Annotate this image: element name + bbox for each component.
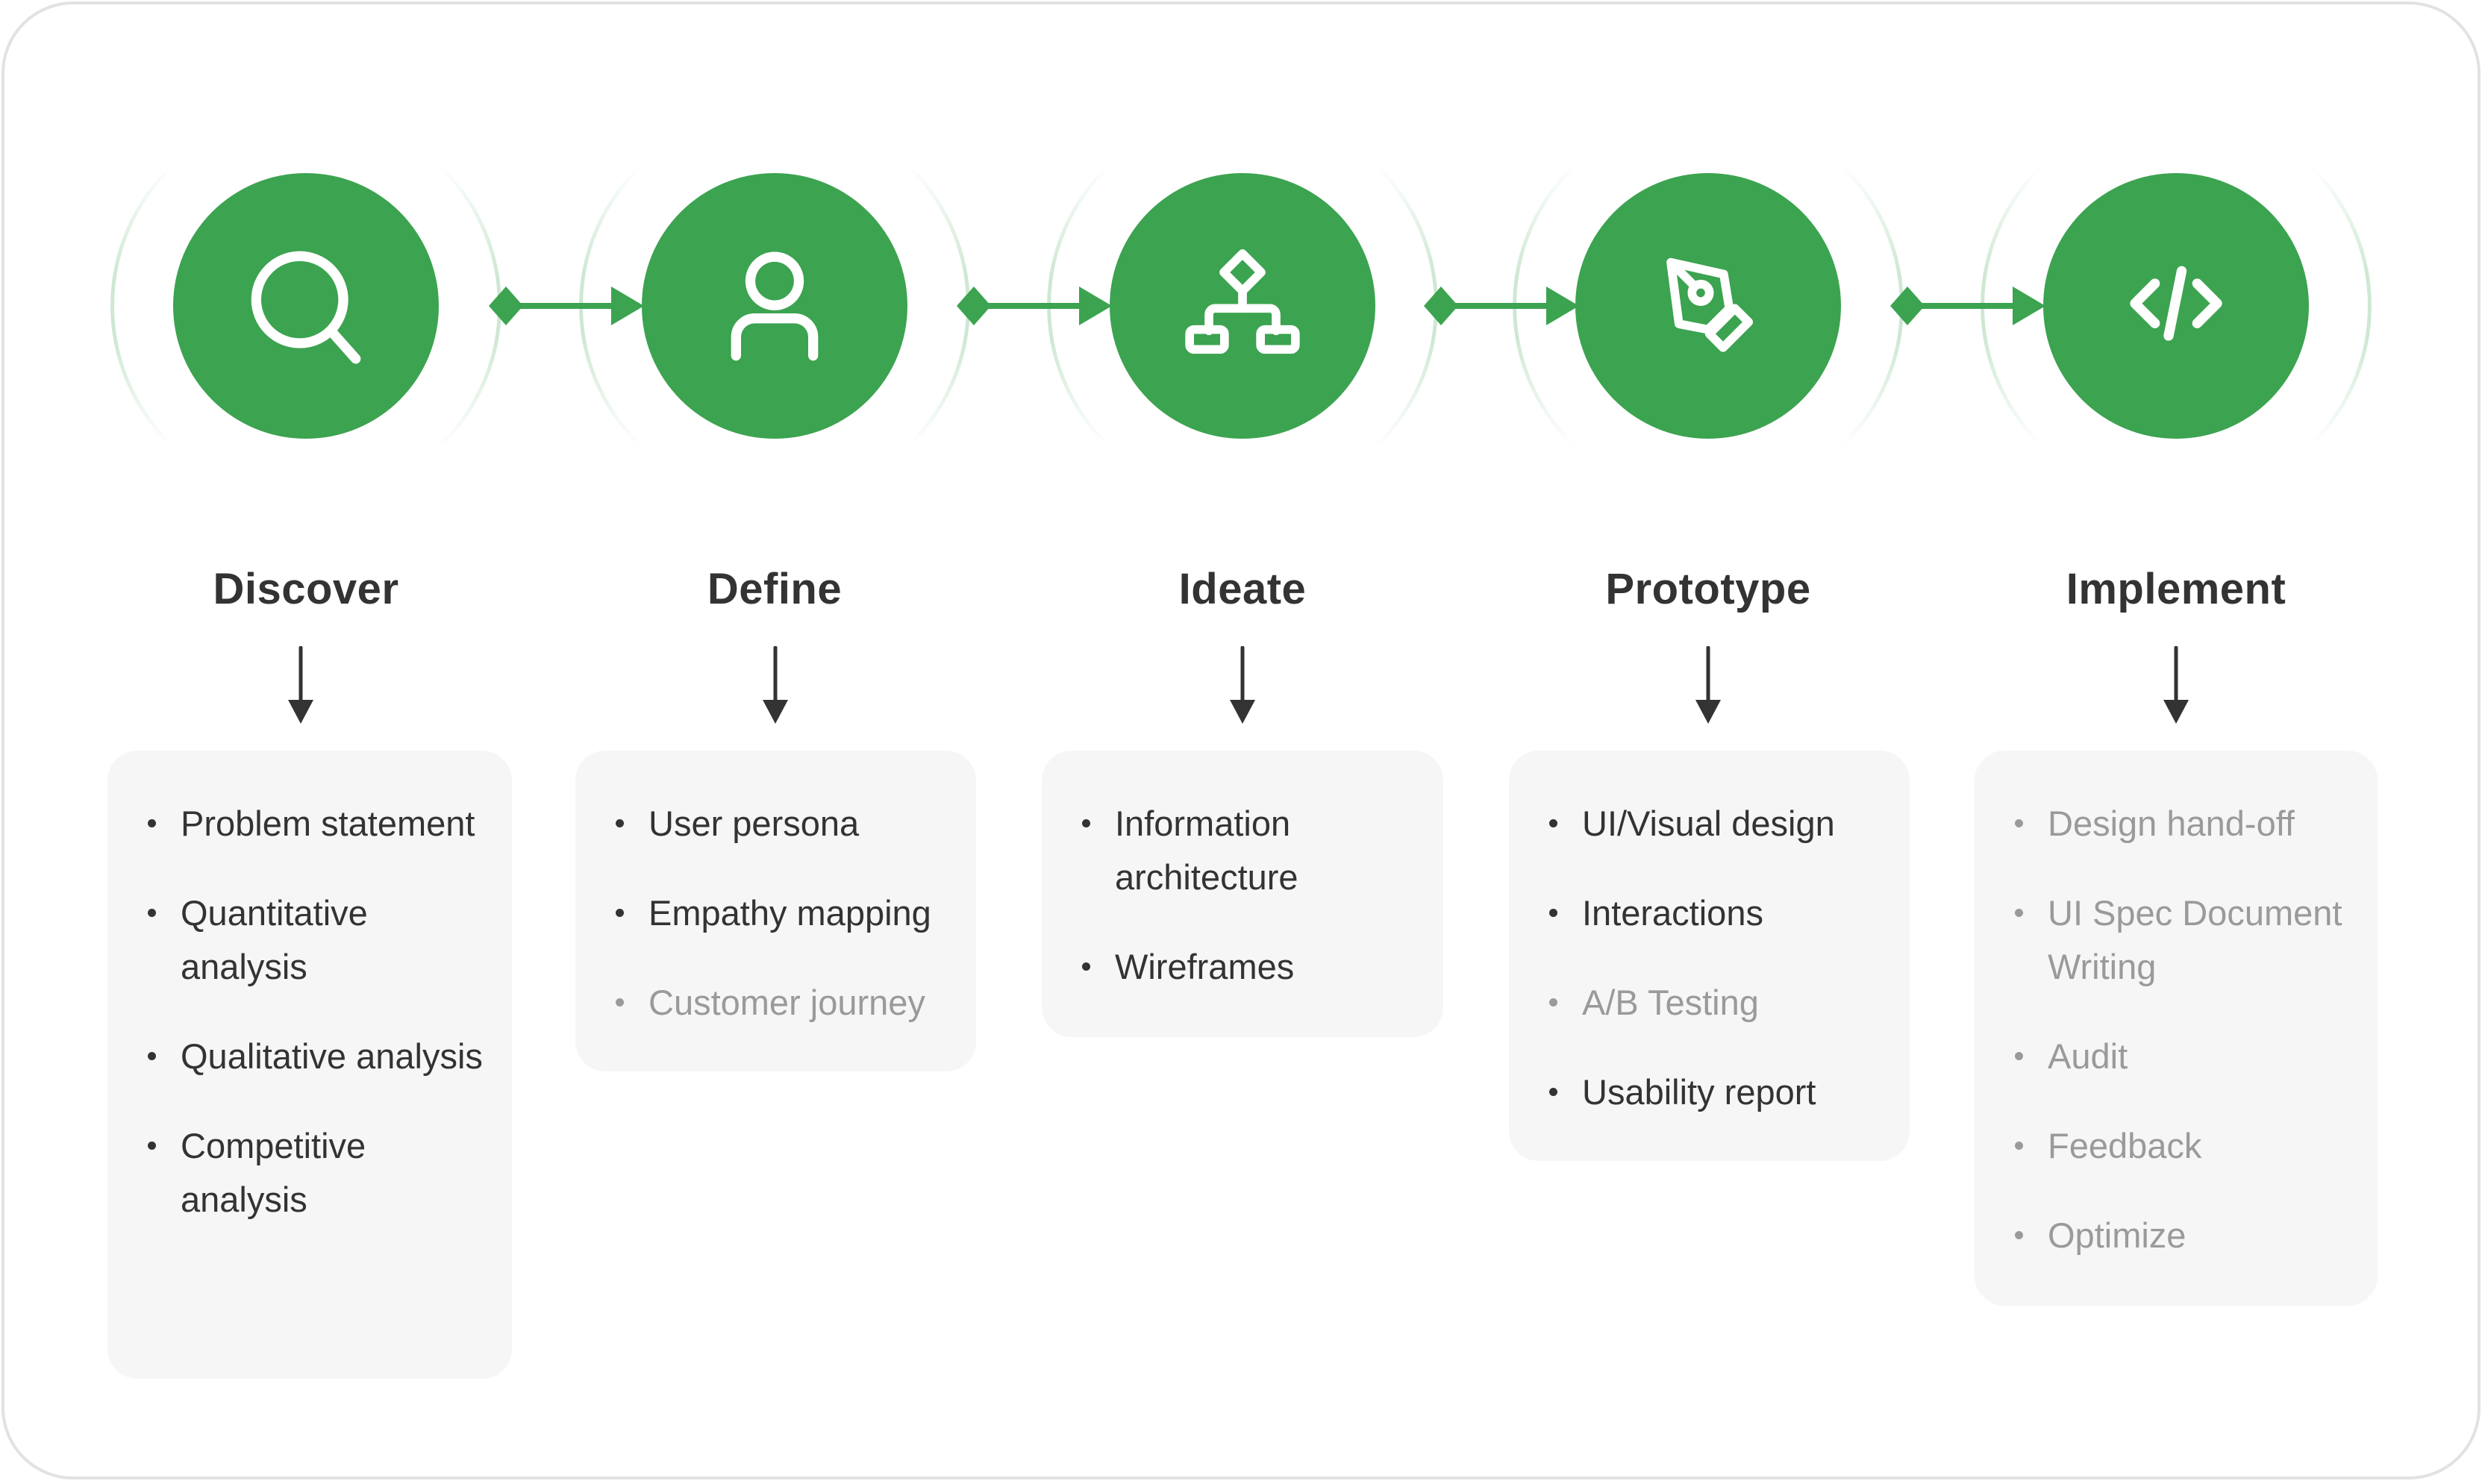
bullet-icon: [1549, 1088, 1557, 1096]
bullet-icon: [148, 819, 156, 827]
step-circle-implement: [2043, 173, 2309, 439]
pen-tool-icon: [1666, 257, 1753, 352]
step-title-define: Define: [707, 565, 843, 613]
connector-diamond: [1890, 287, 1925, 325]
connector-discover-define: [489, 287, 647, 325]
list-item: Empathy mapping: [613, 886, 961, 940]
list-item-text: Optimize: [2048, 1215, 2187, 1255]
list-item: Optimize: [2012, 1209, 2370, 1262]
down-arrow-icon: [763, 646, 788, 724]
step-title-discover: Discover: [213, 565, 399, 613]
bullet-icon: [1549, 998, 1557, 1006]
connector-arrowhead: [2013, 287, 2045, 325]
bullet-icon: [1549, 909, 1557, 917]
list-item: Interactions: [1546, 886, 1895, 940]
list-item: A/B Testing: [1546, 976, 1895, 1030]
connector-prototype-implement: [1890, 287, 2048, 325]
step-circle-define: [642, 173, 907, 439]
list-item: Information architecture: [1079, 797, 1428, 904]
down-arrow-icon: [288, 646, 313, 724]
list-item: User persona: [613, 797, 961, 851]
bullet-icon: [2015, 1052, 2023, 1060]
bullet-icon: [2015, 1231, 2023, 1239]
bullet-icon: [148, 1142, 156, 1150]
down-arrow-icon: [1230, 646, 1255, 724]
list-item-text: Interactions: [1582, 893, 1763, 933]
search-icon: [251, 251, 361, 364]
bullet-icon: [2015, 1142, 2023, 1150]
connector-diamond: [489, 287, 523, 325]
down-arrow-icon: [2163, 646, 2189, 724]
list-item: Feedback: [2012, 1119, 2370, 1173]
bullet-icon: [2015, 819, 2023, 827]
bullet-icon: [2015, 909, 2023, 917]
connector-diamond: [1424, 287, 1458, 325]
list-item: Qualitative analysis: [145, 1030, 497, 1083]
list-item: Audit: [2012, 1030, 2370, 1083]
list-item-text: Wireframes: [1115, 947, 1295, 986]
list-item: UI/Visual design: [1546, 797, 1895, 851]
bullet-icon: [616, 998, 624, 1006]
connector-arrowhead: [1546, 287, 1579, 325]
list-item: Quantitative analysis: [145, 886, 497, 994]
bullet-icon: [148, 909, 156, 917]
connector-ideate-prototype: [1424, 287, 1582, 325]
list-item-text: Information architecture: [1115, 804, 1298, 897]
list-item-text: UI/Visual design: [1582, 804, 1835, 843]
connector-define-ideate: [957, 287, 1115, 325]
list-item: Customer journey: [613, 976, 961, 1030]
connector-diamond: [957, 287, 991, 325]
step-title-prototype: Prototype: [1605, 565, 1811, 613]
list-item: Competitive analysis: [145, 1119, 497, 1227]
list-item-text: Qualitative analysis: [181, 1036, 483, 1076]
bullet-icon: [148, 1052, 156, 1060]
bullet-icon: [1549, 819, 1557, 827]
list-item-text: Empathy mapping: [648, 893, 931, 933]
code-icon: [2130, 266, 2222, 341]
step-title-ideate: Ideate: [1178, 565, 1307, 613]
list-item-text: A/B Testing: [1582, 983, 1759, 1022]
step-circle-prototype: [1575, 173, 1841, 439]
bullet-icon: [1082, 819, 1090, 827]
bullet-icon: [1082, 962, 1090, 971]
list-item: UI Spec Document Writing: [2012, 886, 2370, 994]
sitemap-icon: [1185, 249, 1300, 354]
connector-arrowhead: [611, 287, 644, 325]
list-item: Problem statement: [145, 797, 497, 851]
list-item-text: Quantitative analysis: [181, 893, 368, 986]
step-circle-discover: [173, 173, 439, 439]
bullet-icon: [616, 819, 624, 827]
list-item-text: Design hand-off: [2048, 804, 2295, 843]
list-item-text: Competitive analysis: [181, 1126, 366, 1219]
step-circle-ideate: [1110, 173, 1375, 439]
list-item-text: User persona: [648, 804, 860, 843]
connector-arrowhead: [1079, 287, 1112, 325]
list-item-text: Customer journey: [648, 983, 925, 1022]
list-item: Usability report: [1546, 1065, 1895, 1119]
step-title-implement: Implement: [2066, 565, 2286, 613]
user-icon: [731, 251, 819, 361]
bullet-icon: [616, 909, 624, 917]
list-item-text: Problem statement: [181, 804, 475, 843]
list-item-text: UI Spec Document Writing: [2048, 893, 2342, 986]
list-item: Wireframes: [1079, 940, 1428, 994]
list-item-text: Audit: [2048, 1036, 2128, 1076]
list-item: Design hand-off: [2012, 797, 2370, 851]
down-arrow-icon: [1695, 646, 1721, 724]
list-item-text: Usability report: [1582, 1072, 1816, 1112]
list-item-text: Feedback: [2048, 1126, 2202, 1165]
